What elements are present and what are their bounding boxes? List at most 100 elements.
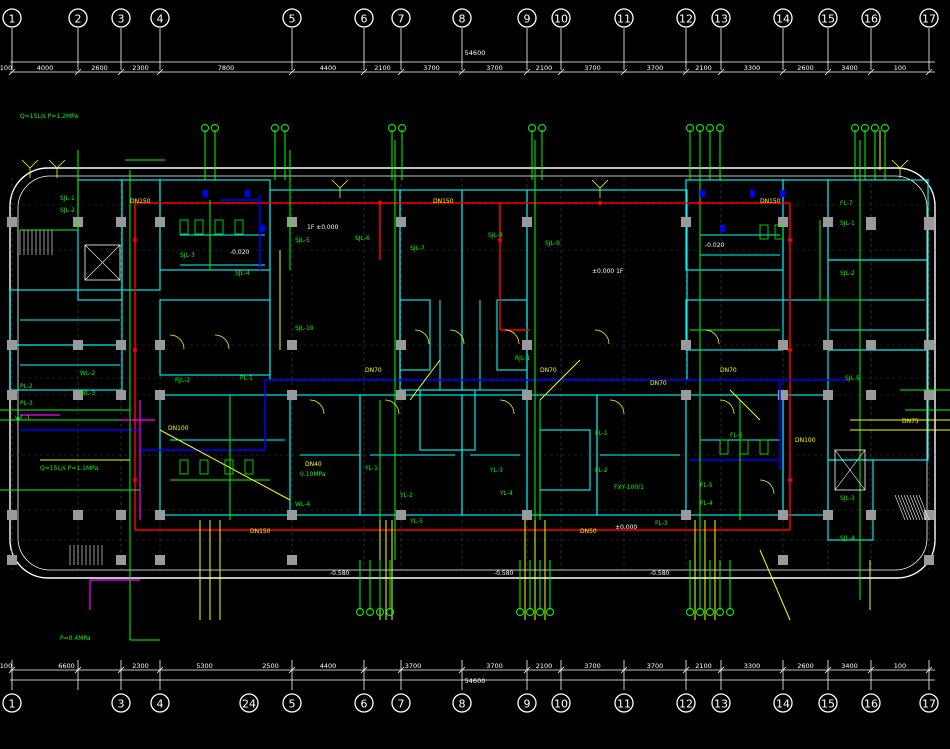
riser-marker [388, 124, 396, 132]
pipe-tag: FL-5 [700, 482, 713, 489]
overall-dimension-top: 54600 [465, 49, 486, 57]
structural-column [116, 217, 126, 227]
structural-column [823, 510, 833, 520]
axis-bubble-top [2, 8, 22, 28]
pipe-label-dn150-right: DN150 [760, 198, 781, 205]
riser-marker [366, 608, 374, 616]
axis-bubble-top [676, 8, 696, 28]
structural-column [866, 390, 876, 400]
riser-marker [861, 124, 869, 132]
valve-dot [378, 201, 382, 205]
axis-bubble-top-label: 10 [554, 13, 568, 26]
building-inner-outline [17, 175, 928, 571]
stair-tread [906, 494, 918, 521]
structural-column [396, 217, 406, 227]
axis-bubble-bottom [773, 693, 793, 713]
sprinkler-symbol [891, 159, 909, 178]
pipe-tag: SJL-7 [410, 245, 425, 252]
note-flow-1: Q=15L/s P=1.2MPa [20, 113, 78, 120]
structural-column [681, 510, 691, 520]
riser-marker [211, 124, 219, 132]
axis-bubble-bottom-label: 16 [864, 698, 878, 711]
axis-bubble-bottom-label: 12 [679, 698, 693, 711]
axis-bubble-top [452, 8, 472, 28]
structural-column [7, 340, 17, 350]
pipe-tag: SJL-3 [840, 495, 855, 502]
dimension-top-value: 100 [894, 64, 906, 72]
dimension-bottom-value: 3400 [841, 662, 858, 670]
room-wall [399, 299, 431, 371]
dimension-top-value: 4000 [37, 64, 54, 72]
dimension-bottom-value: 2100 [536, 662, 553, 670]
dimension-top-value: 3700 [584, 64, 601, 72]
dimension-tick [925, 666, 933, 674]
dimension-top-value: 7800 [218, 64, 235, 72]
sanitary-fixture [234, 219, 244, 235]
pipe-tag: SJL-1 [60, 195, 75, 202]
elevation-small-b: -0.020 [705, 242, 725, 249]
structural-column [287, 217, 297, 227]
structural-column [155, 390, 165, 400]
dimension-top-value: 3400 [841, 64, 858, 72]
pipe-tag: RJL-1 [515, 355, 530, 362]
dimension-tick [824, 666, 832, 674]
structural-column [287, 510, 297, 520]
riser-marker [851, 124, 859, 132]
axis-bubble-top-label: 11 [617, 13, 631, 26]
structural-column [155, 555, 165, 565]
axis-bubble-top [354, 8, 374, 28]
dimension-bottom-value: 3700 [584, 662, 601, 670]
note-pressure: P=0.4MPa [60, 635, 91, 642]
fixtures [19, 159, 930, 565]
room-wall [121, 179, 161, 291]
axis-bubble-top-label: 7 [398, 13, 405, 26]
pipe-tag: YL-1 [364, 465, 378, 472]
pipe-label-dn150-left: DN150 [130, 198, 151, 205]
structural-column [396, 510, 406, 520]
axis-bubble-bottom [150, 693, 170, 713]
pipe-tag: SJL-10 [295, 325, 314, 332]
pipe-label-dn70-d: DN70 [720, 367, 737, 374]
pipe-tag: SJL-6 [355, 235, 370, 242]
stair-tread [894, 494, 906, 521]
dimension-tick [117, 68, 125, 76]
elevator-cross [834, 449, 866, 491]
riser-marker [528, 124, 536, 132]
axis-bubble-top-label: 5 [289, 13, 296, 26]
dimension-tick [682, 666, 690, 674]
axis-bubble-bottom-label: 5 [289, 698, 296, 711]
pipe-tag: FL-6 [730, 432, 743, 439]
dimension-top-value: 3300 [744, 64, 761, 72]
sanitary-fixture [194, 219, 204, 235]
structural-column [681, 340, 691, 350]
stair-tread [897, 494, 909, 521]
dimension-bottom-value: 3300 [744, 662, 761, 670]
pipe-tag: SJL-5 [845, 375, 860, 382]
axis-bubble-top [551, 8, 571, 28]
elevator-shaft [84, 244, 121, 281]
structural-column [73, 390, 83, 400]
structural-column [7, 390, 17, 400]
dimension-tick [117, 666, 125, 674]
riser-marker [706, 124, 714, 132]
structural-column [522, 390, 532, 400]
axis-bubble-top-label: 14 [776, 13, 790, 26]
valve-dot [788, 238, 792, 242]
dimension-top-value: 100 [0, 64, 12, 72]
valve-dot [598, 201, 602, 205]
valve-dot [788, 348, 792, 352]
elevation-zero: ±0.000 [615, 524, 637, 531]
dimension-tick [8, 666, 16, 674]
axis-bubble-bottom [614, 693, 634, 713]
stair-tread [918, 494, 930, 521]
pipe-label-dn40: DN40 [305, 461, 322, 468]
axis-bubble-top-label: 4 [157, 13, 164, 26]
elevation-minus-a: -0.580 [330, 570, 350, 577]
valve-dot [133, 238, 137, 242]
axis-bubble-bottom [2, 693, 22, 713]
pipe-tag: WL-3 [80, 390, 95, 397]
fire-pipe [759, 549, 791, 621]
dimension-top-value: 4400 [320, 64, 337, 72]
